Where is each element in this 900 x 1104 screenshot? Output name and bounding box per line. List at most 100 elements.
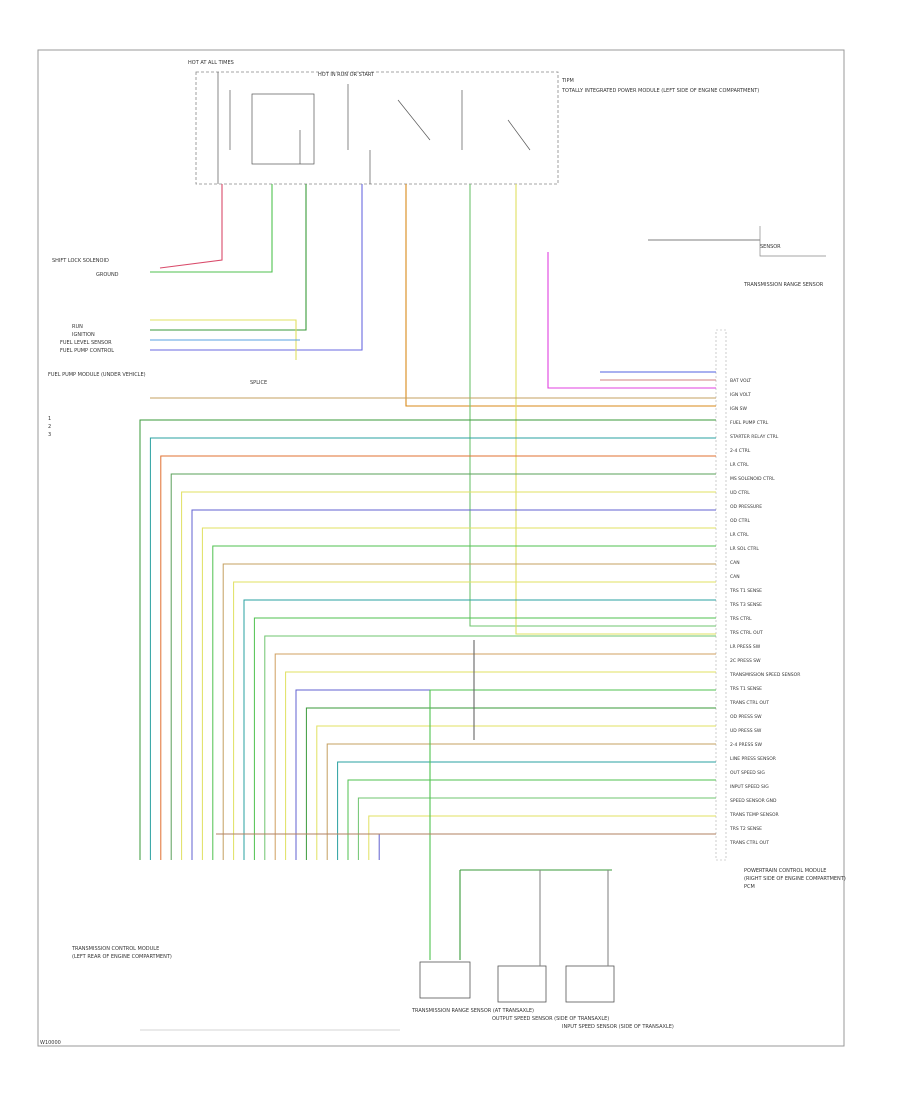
pcm-pin-label: OD CTRL: [730, 518, 750, 524]
pcm-pin-label: BAT VOLT: [730, 378, 751, 384]
pcm-pin-label: MS SOLENOID CTRL: [730, 476, 775, 482]
pcm-pin-label: TRANS CTRL OUT: [729, 840, 769, 846]
wire-tcm-4: [181, 491, 716, 860]
component-2-label: OUTPUT SPEED SENSOR (SIDE OF TRANSAXLE): [492, 1016, 609, 1022]
pcm-pin-label: TRANS TEMP SENSOR: [729, 812, 779, 818]
top-fuse-label: HOT AT ALL TIMES: [188, 60, 234, 66]
wire-magenta-bat: [547, 252, 716, 389]
pcm-pin-label: OD PRESS SW: [730, 714, 762, 720]
pcm-pin-label: TRS T1 SENSE: [729, 588, 762, 594]
pcm-pin-label: LR CTRL: [730, 462, 749, 468]
sensor-top-label: SENSOR: [760, 244, 781, 250]
pcm-pin-label: INPUT SPEED SIG: [730, 784, 769, 790]
wire-blue-1: [150, 184, 363, 351]
module-sub-label: TOTALLY INTEGRATED POWER MODULE (LEFT SI…: [561, 88, 759, 94]
tipm-module-box: [195, 71, 559, 185]
pcm-pin-labels: BAT VOLT IGN VOLT IGN SW FUEL PUMP CTRL STAR…: [729, 378, 800, 846]
wire-tcm-19: [337, 761, 716, 860]
wire-tcm-2: [160, 455, 716, 860]
run-label: RUN: [72, 324, 83, 330]
pcm-pin-label: 2-4 PRESS SW: [730, 742, 762, 748]
pcm-pin-label: STARTER RELAY CTRL: [730, 434, 779, 440]
ground-label: GROUND: [96, 272, 119, 278]
input-speed-component: [565, 965, 615, 1003]
pcm-pin-label: LR PRESS SW: [730, 644, 761, 650]
component-1-label: TRANSMISSION RANGE SENSOR (AT TRANSAXLE): [411, 1008, 534, 1014]
pcm-pin-label: TRANS CTRL OUT: [729, 700, 769, 706]
wire-tcm-1: [149, 437, 716, 860]
wire-tcm-14: [285, 671, 716, 860]
wire-green-1: [150, 184, 273, 273]
wire-tcm-12: [264, 635, 716, 860]
wire-tcm-13: [274, 653, 716, 860]
pcm-pin-label: TRS T1 SENSE: [729, 686, 762, 692]
wire-green-trs: [469, 184, 716, 627]
conn2-label: 2: [48, 424, 51, 430]
pcm-pin-label: LINE PRESS SENSOR: [730, 756, 776, 762]
tcm-label: TRANSMISSION CONTROL MODULE: [71, 946, 159, 952]
pcm-connector: [715, 329, 727, 861]
pcm-pin-label: FUEL PUMP CTRL: [730, 420, 769, 426]
wire-pink-shiftlock: [159, 184, 223, 269]
pcm-pin-label: 2-4 CTRL: [730, 448, 751, 454]
module-label: TIPM: [561, 78, 574, 84]
pcm-pin-label: LR SOL CTRL: [730, 546, 759, 552]
fuel-pump-label: FUEL PUMP CONTROL: [60, 348, 114, 354]
wire-tcm-9: [233, 581, 716, 860]
wire-tcm-22: [368, 815, 716, 860]
wire-tcm-0: [139, 419, 716, 860]
component-3-label: INPUT SPEED SENSOR (SIDE OF TRANSAXLE): [562, 1024, 674, 1030]
wire-tcm-7: [212, 545, 716, 860]
pcm-pin-label: IGN VOLT: [730, 392, 751, 398]
conn3-label: 3: [48, 432, 51, 438]
trs-component: [419, 961, 471, 999]
pcm-pin-label: TRS T3 SENSE: [729, 602, 762, 608]
output-speed-component: [497, 965, 547, 1003]
wire-green-2: [150, 184, 307, 331]
pcm-pin-label: LR CTRL: [730, 532, 749, 538]
pcm-pin-label: SPEED SENSOR GND: [730, 798, 777, 804]
wire-tcm-5: [191, 509, 716, 860]
wire-tcm-6: [201, 527, 716, 860]
pcm-pin-label: TRS CTRL: [729, 616, 752, 622]
sensor-bracket: [759, 226, 826, 257]
footer-code: W10000: [40, 1040, 61, 1046]
ign-label: IGNITION: [72, 332, 95, 338]
pcm-pin-label: UD CTRL: [730, 490, 750, 496]
pcm-pin-label: CAN: [730, 574, 740, 580]
wire-orange-fuelpump: [405, 184, 716, 407]
pcm-pin-label: IGN SW: [730, 406, 747, 412]
wire-tcm-20: [347, 779, 716, 860]
wire-yellow-ign: [150, 319, 297, 360]
pcm-pin-label: TRS CTRL OUT: [729, 630, 763, 636]
pcm-location: (RIGHT SIDE OF ENGINE COMPARTMENT): [744, 876, 846, 882]
wire-group: [139, 184, 716, 966]
wire-tcm-18: [326, 743, 716, 860]
pcm-pin-label: TRANSMISSION SPEED SENSOR: [729, 672, 800, 678]
conn1-label: 1: [48, 416, 51, 422]
pcm-pin-label: UD PRESS SW: [730, 728, 762, 734]
shift-lock-label: SHIFT LOCK SOLENOID: [52, 258, 109, 264]
tipm-internal: [217, 72, 531, 184]
pcm-pin-label: OD PRESSURE: [730, 504, 762, 510]
pcm-note: PCM: [744, 884, 755, 890]
wire-yellow-trs: [515, 184, 716, 635]
pcm-label: POWERTRAIN CONTROL MODULE: [744, 868, 826, 874]
fuel-pump-module-label: FUEL PUMP MODULE (UNDER VEHICLE): [48, 372, 146, 378]
fuel-level-label: FUEL LEVEL SENSOR: [60, 340, 112, 346]
pcm-pin-label: OUT SPEED SIG: [730, 770, 765, 776]
splice-label: SPLICE: [250, 380, 267, 386]
pcm-pin-label: TRS T2 SENSE: [729, 826, 762, 832]
pcm-pin-label: CAN: [730, 560, 740, 566]
wire-tcm-8: [222, 563, 716, 860]
wire-tcm-16: [305, 707, 716, 860]
tcm-location: (LEFT REAR OF ENGINE COMPARTMENT): [72, 954, 172, 960]
pcm-pin-label: 2C PRESS SW: [730, 658, 761, 664]
run-start-label: HOT IN RUN OR START: [318, 72, 375, 78]
sensor-sub-label: TRANSMISSION RANGE SENSOR: [743, 282, 824, 288]
wire-tcm-11: [253, 617, 716, 860]
wire-tcm-3: [170, 473, 716, 860]
diagram-border: [37, 49, 845, 1047]
